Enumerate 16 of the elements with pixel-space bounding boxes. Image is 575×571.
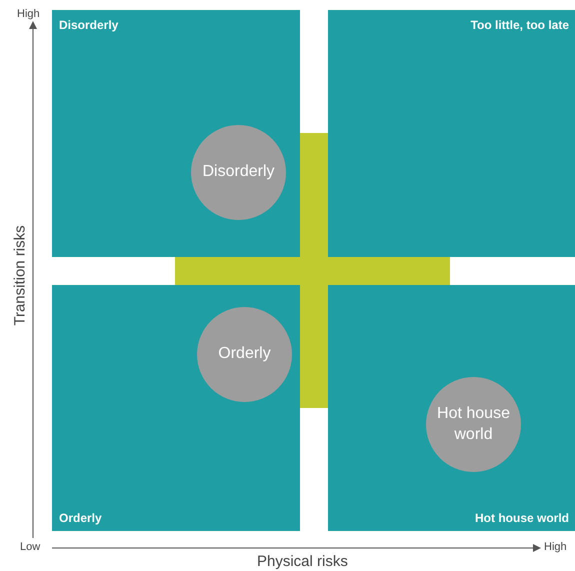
quadrant-panel <box>328 285 575 531</box>
axis-label: High <box>544 541 567 553</box>
scenario-circle: Orderly <box>197 307 292 402</box>
quadrant-panel <box>52 10 300 257</box>
axis-title: Transition risks <box>12 224 29 326</box>
quadrant-title: Hot house world <box>475 511 569 525</box>
axis-title: Physical risks <box>257 553 348 570</box>
axis-label: High <box>17 8 40 20</box>
quadrant-title: Too little, too late <box>470 18 569 32</box>
scenario-circle: Hot house world <box>426 377 521 472</box>
quadrant-panel <box>328 10 575 257</box>
quadrant-title: Disorderly <box>59 18 118 32</box>
quadrant-panel <box>52 285 300 531</box>
scenario-circle: Disorderly <box>191 125 286 220</box>
quadrant-title: Orderly <box>59 511 102 525</box>
axis-label: Low <box>20 541 40 553</box>
